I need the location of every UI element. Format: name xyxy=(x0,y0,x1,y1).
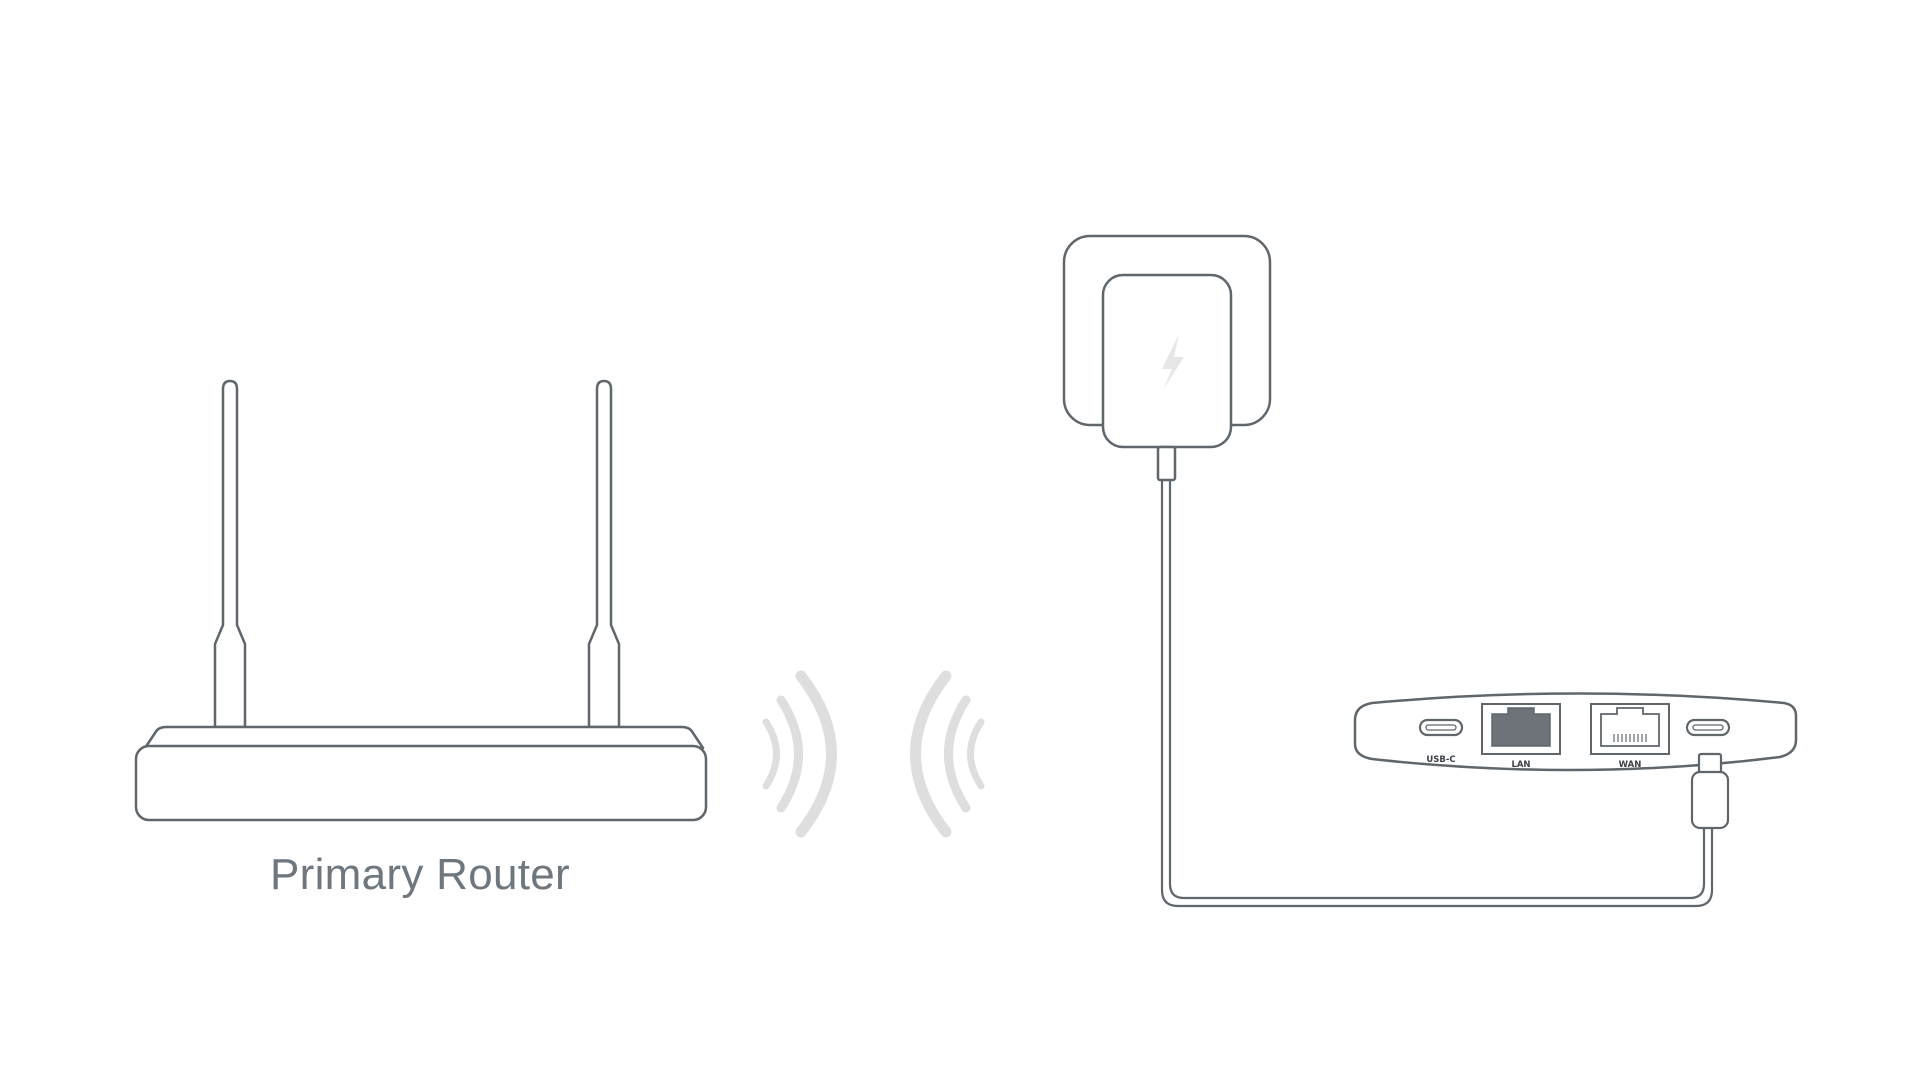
signal-arc-left-medium xyxy=(776,695,803,813)
signal-arc-right-small xyxy=(967,718,985,790)
power-cable xyxy=(1160,480,1714,908)
port-label-lan: LAN xyxy=(1511,760,1530,770)
router-label: Primary Router xyxy=(269,850,571,899)
usb-c-port-right xyxy=(1685,718,1731,737)
lightning-bolt-icon xyxy=(1162,334,1184,390)
signal-arc-right-medium xyxy=(944,695,971,813)
router-top-bevel xyxy=(143,725,705,750)
router-body xyxy=(134,744,708,822)
extender-device-icon: USB-C LAN xyxy=(1353,692,1798,830)
signal-arc-left-large xyxy=(795,670,837,838)
usb-c-port-left xyxy=(1418,718,1464,737)
router-antenna-left xyxy=(213,379,247,729)
power-adapter-icon xyxy=(1062,234,1272,482)
signal-arc-right-large xyxy=(910,670,952,838)
router-icon xyxy=(134,379,708,822)
wan-port xyxy=(1590,703,1670,755)
usb-c-plug xyxy=(1690,752,1730,830)
extender-body xyxy=(1353,692,1798,772)
lan-port xyxy=(1481,703,1561,755)
router-antenna-right xyxy=(587,379,621,729)
port-label-usb-c: USB-C xyxy=(1426,755,1455,765)
adapter-connector xyxy=(1156,445,1177,482)
port-label-wan: WAN xyxy=(1619,760,1642,770)
signal-arc-left-small xyxy=(762,718,780,790)
wifi-signal-icon xyxy=(762,670,985,838)
